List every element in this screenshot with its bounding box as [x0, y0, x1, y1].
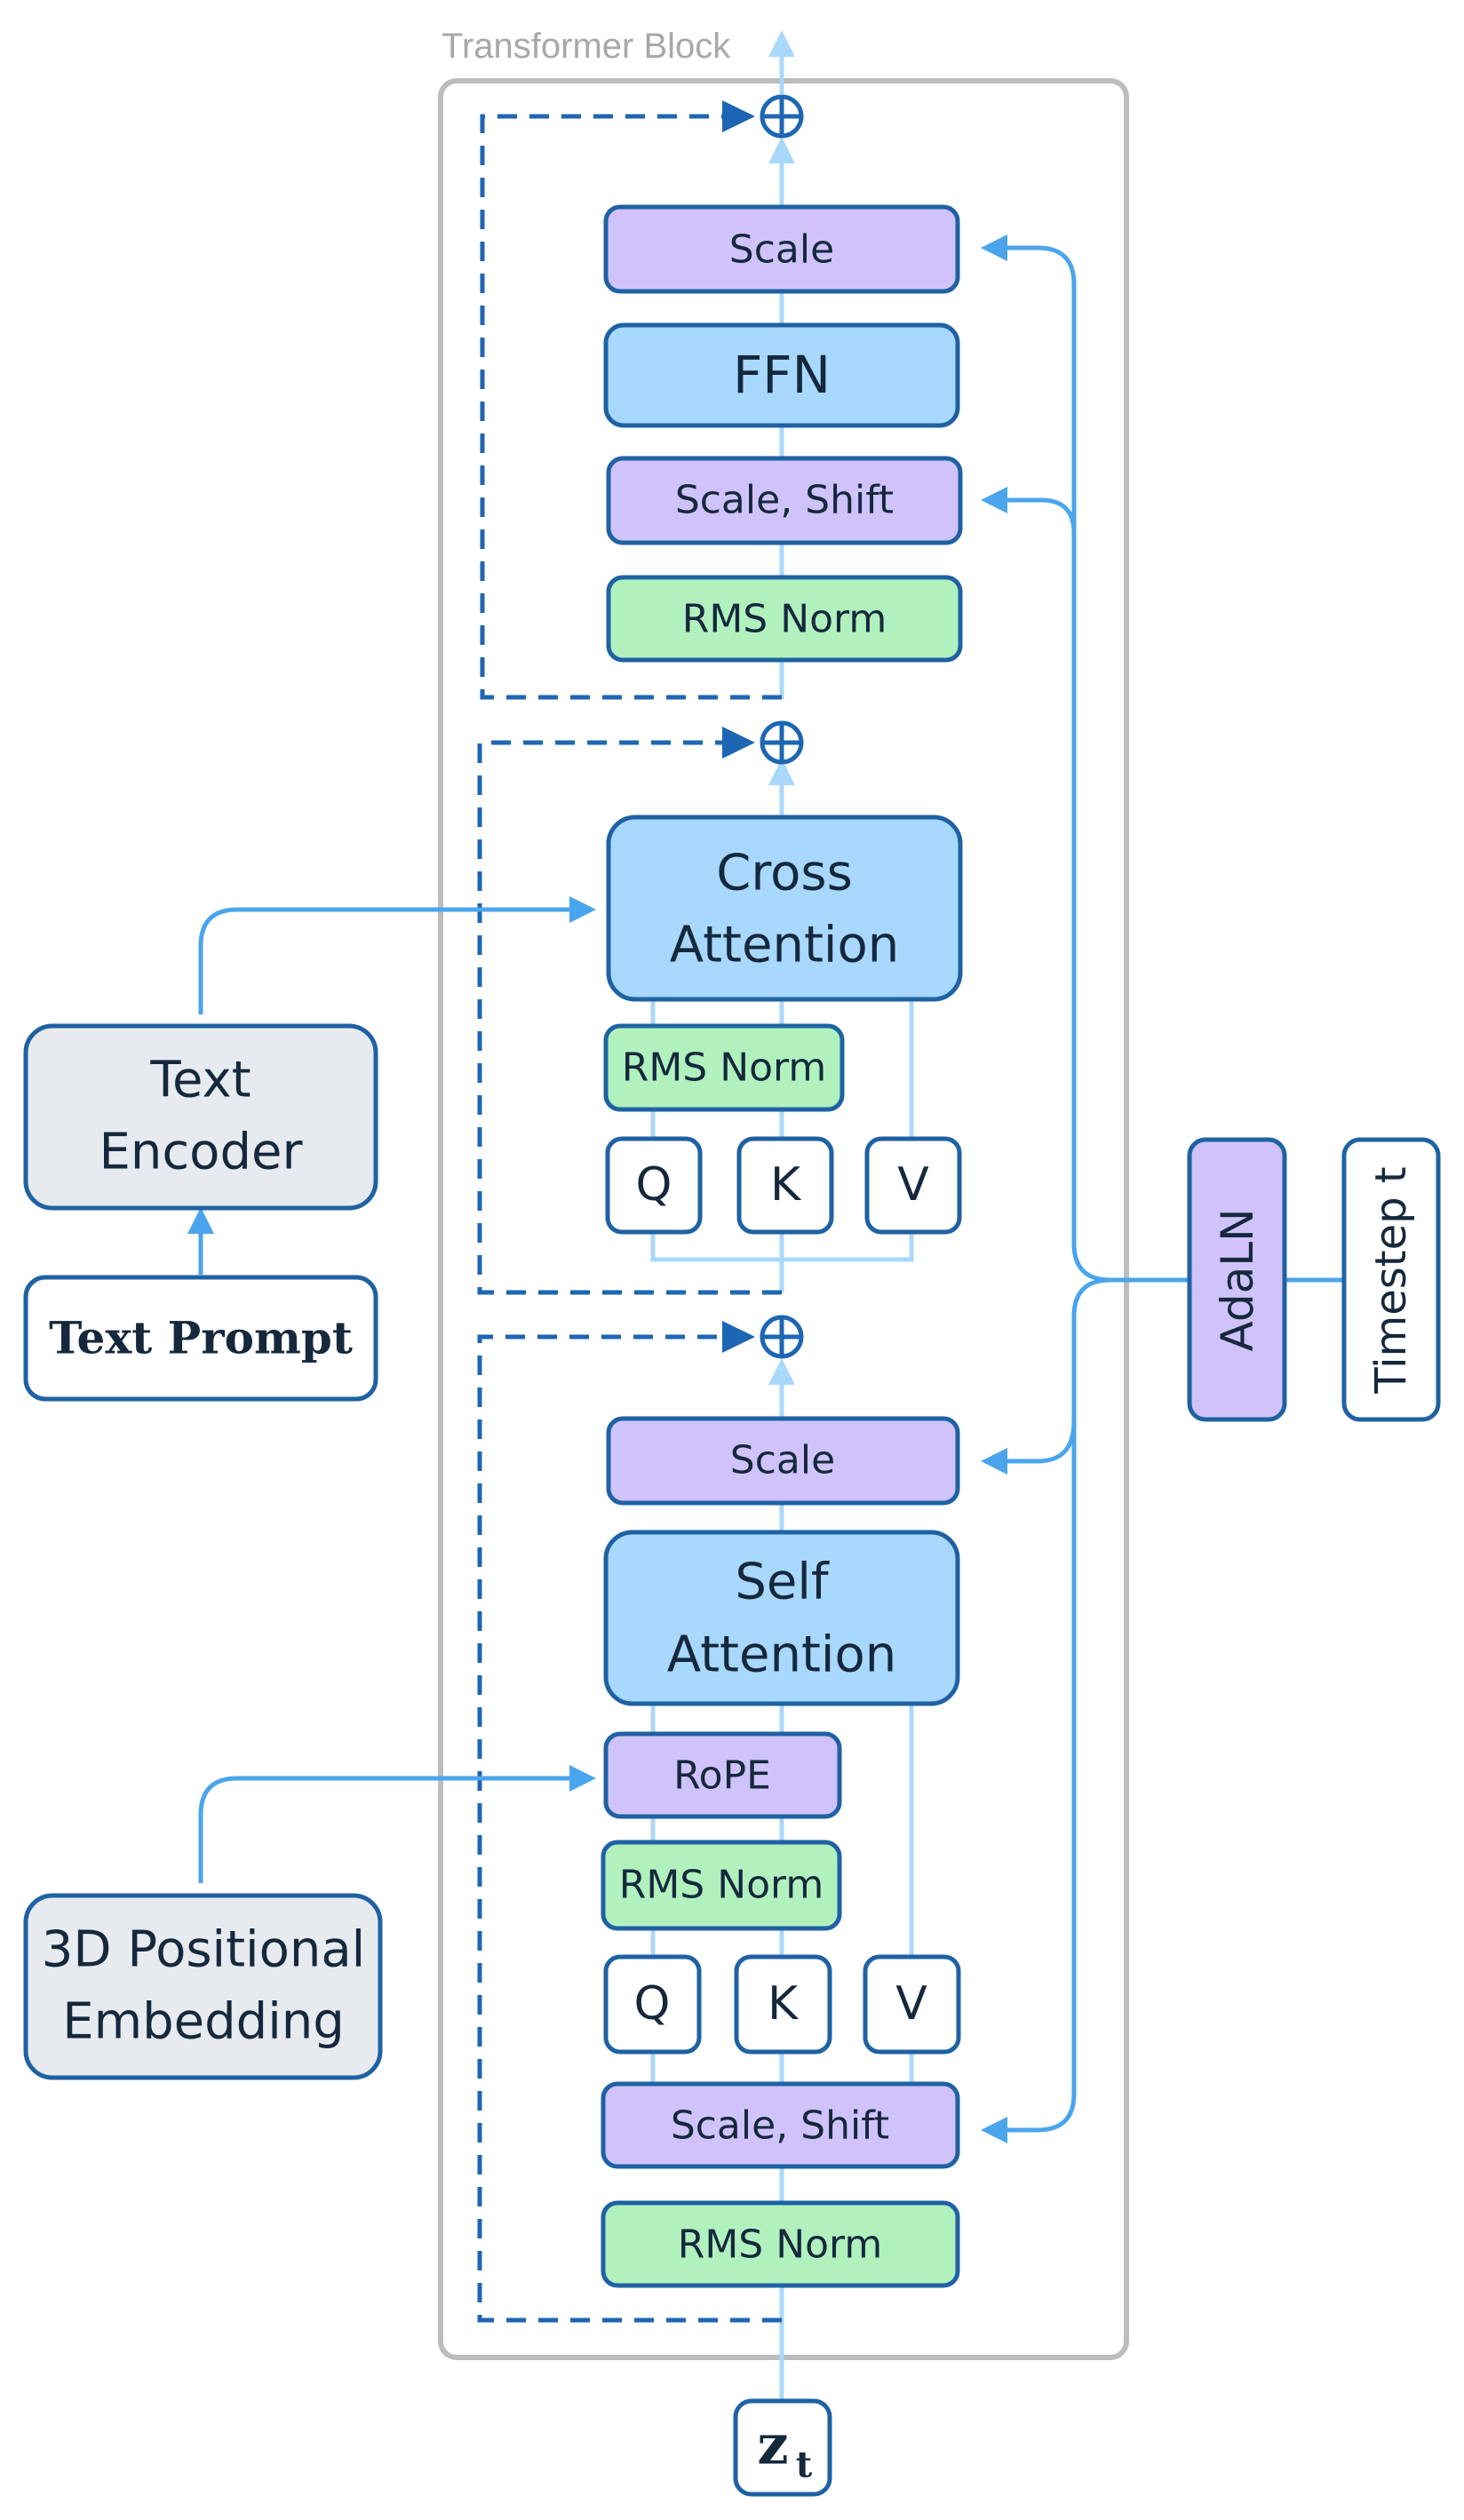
positional-embedding-label-line1: 3D Positional [42, 1921, 365, 1979]
scale-shift-box-bottom: Scale, Shift [601, 2081, 960, 2169]
input-subscript: t [796, 2444, 813, 2486]
cross-v-box: V [864, 1136, 962, 1235]
self-rms-norm-label: RMS Norm [619, 1863, 824, 1908]
rope-label: RoPE [673, 1753, 771, 1799]
cross-k-box: K [736, 1136, 834, 1235]
cross-rms-norm-box: RMS Norm [603, 1023, 845, 1112]
text-encoder-box: Text Encoder [23, 1023, 378, 1211]
self-attention-label-line2: Attention [667, 1626, 896, 1684]
text-prompt-box: Text Prompt [23, 1275, 378, 1402]
timestep-box: Timestep t [1341, 1137, 1441, 1422]
cross-attention-label-line1: Cross [716, 845, 853, 902]
adaln-conditioning-lines [981, 235, 1344, 2143]
scale-shift-label-top: Scale, Shift [675, 478, 894, 523]
transformer-block-label: Transformer Block [442, 27, 731, 66]
rms-norm-label-bottom: RMS Norm [678, 2222, 882, 2268]
scale-shift-label-bottom: Scale, Shift [671, 2103, 889, 2149]
self-attention-box: Self Attention [603, 1530, 960, 1706]
left-input-lines [187, 896, 596, 1883]
cross-v-label: V [897, 1158, 929, 1212]
self-k-label: K [768, 1977, 800, 2031]
positional-embedding-box: 3D Positional Embedding [23, 1893, 383, 2080]
add-node-bottom [760, 1315, 804, 1359]
text-encoder-label-line2: Encoder [99, 1124, 304, 1181]
residual-paths [477, 114, 782, 2323]
add-node-middle [760, 720, 804, 765]
scale-box-top: Scale [603, 204, 960, 294]
adaln-box: AdaLN [1187, 1137, 1287, 1422]
self-v-box: V [863, 1954, 961, 2055]
rms-norm-box-top: RMS Norm [606, 575, 963, 663]
input-zt-box: z t [733, 2398, 832, 2497]
cross-k-label: K [770, 1158, 802, 1212]
scale-label-middle: Scale [730, 1438, 835, 1483]
rms-norm-label-top: RMS Norm [682, 597, 887, 642]
self-q-label: Q [634, 1977, 671, 2031]
scale-shift-box-top: Scale, Shift [606, 456, 963, 545]
rms-norm-box-bottom: RMS Norm [601, 2200, 960, 2288]
scale-box-middle: Scale [606, 1416, 960, 1506]
text-prompt-label: Text Prompt [49, 1312, 353, 1364]
self-v-label: V [895, 1977, 927, 2031]
self-attention-label-line1: Self [735, 1554, 830, 1611]
positional-embedding-label-line2: Embedding [62, 1993, 345, 2051]
cross-attention-label-line2: Attention [670, 917, 899, 974]
residual-arrowheads [722, 100, 755, 1353]
add-node-top [760, 94, 804, 139]
timestep-label: Timestep t [1366, 1166, 1416, 1394]
self-q-box: Q [603, 1954, 702, 2055]
cross-q-label: Q [636, 1158, 672, 1212]
input-symbol: z [757, 2413, 788, 2477]
text-encoder-label-line1: Text [149, 1052, 251, 1109]
ffn-label: FFN [733, 345, 831, 405]
rope-box: RoPE [603, 1731, 842, 1819]
cross-rms-norm-label: RMS Norm [622, 1045, 826, 1091]
ffn-box: FFN [603, 322, 960, 428]
scale-label-top: Scale [729, 227, 834, 273]
adaln-label: AdaLN [1212, 1209, 1263, 1352]
self-k-box: K [734, 1954, 832, 2055]
cross-attention-box: Cross Attention [606, 815, 963, 1002]
cross-q-box: Q [605, 1136, 703, 1235]
self-rms-norm-box: RMS Norm [601, 1840, 842, 1931]
